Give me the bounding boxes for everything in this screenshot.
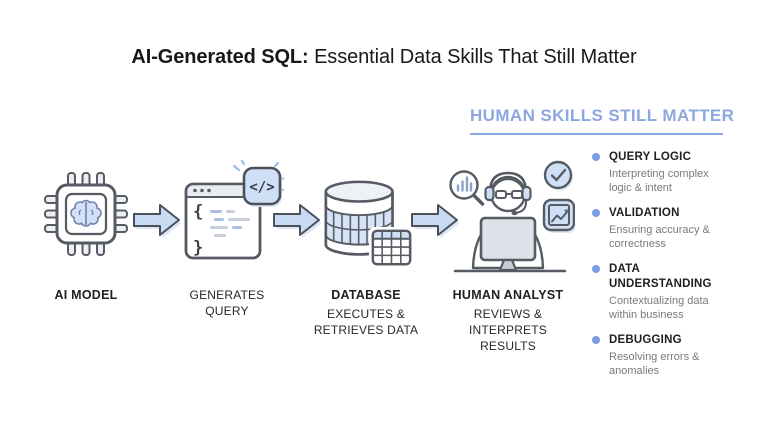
- code-window-icon: { } </>: [184, 160, 284, 260]
- check-circle-icon: [543, 160, 573, 191]
- monitor-icon: [479, 216, 537, 272]
- step-name: HUMAN ANALYST: [452, 288, 564, 302]
- step-label-human-analyst: HUMAN ANALYST REVIEWS & INTERPRETS RESULT…: [438, 287, 578, 354]
- brain-icon: [70, 199, 102, 227]
- code-lines: [210, 210, 250, 237]
- magnifier-chart-icon: [449, 170, 485, 206]
- step-sub: GENERATES QUERY: [189, 288, 265, 319]
- bullet-dot-icon: [592, 153, 600, 161]
- human-skills-panel: HUMAN SKILLS STILL MATTER QUERY LOGIC Int…: [470, 106, 734, 377]
- step-name: AI MODEL: [54, 288, 118, 302]
- skill-label: QUERY LOGIC: [609, 151, 692, 163]
- svg-text:{: {: [193, 202, 203, 222]
- list-item-debugging: DEBUGGING Resolving errors & anomalies: [592, 333, 740, 379]
- step-label-ai-model: AI MODEL: [36, 287, 136, 303]
- step-label-generates-query: GENERATES QUERY: [167, 287, 287, 319]
- list-item-query-logic: QUERY LOGIC Interpreting complex logic & …: [592, 150, 740, 196]
- svg-text:</>: </>: [249, 180, 274, 196]
- arrow-right-icon: [411, 204, 460, 238]
- list-item-data-understanding: DATA UNDERSTANDING Contextualizing data w…: [592, 262, 740, 323]
- step-sub: REVIEWS & INTERPRETS RESULTS: [468, 307, 547, 354]
- chart-badge-icon: [542, 198, 575, 233]
- bullet-dot-icon: [592, 208, 600, 217]
- skill-desc: Contextualizing data within business: [609, 294, 709, 322]
- skill-label: VALIDATION: [609, 206, 680, 219]
- ai-chip-icon: [44, 172, 128, 256]
- skill-desc: Resolving errors & anomalies: [609, 350, 700, 378]
- skills-list: QUERY LOGIC Interpreting complex logic & …: [592, 150, 740, 389]
- result-table-icon: [368, 226, 415, 269]
- database-icon: [324, 180, 415, 269]
- skill-desc: Ensuring accuracy & correctness: [609, 223, 710, 251]
- page-title-highlight: AI-Generated SQL:: [131, 46, 309, 68]
- page-title-rest: Essential Data Skills That Still Matter: [308, 46, 637, 68]
- bullet-dot-icon: [592, 335, 600, 344]
- arrow-right-icon: [133, 204, 182, 238]
- human-analyst-icon: [449, 160, 575, 273]
- skill-label: DATA UNDERSTANDING: [609, 262, 712, 290]
- step-name: DATABASE: [331, 288, 401, 302]
- page-title: AI-Generated SQL: Essential Data Skills …: [0, 46, 768, 69]
- step-label-database: DATABASE EXECUTES & RETRIEVES DATA: [296, 287, 436, 338]
- svg-text:}: }: [193, 238, 203, 258]
- arrow-right-icon: [273, 204, 322, 238]
- skill-desc: Interpreting complex logic & intent: [609, 167, 709, 195]
- step-sub: EXECUTES & RETRIEVES DATA: [313, 307, 419, 338]
- skill-label: DEBUGGING: [609, 333, 682, 346]
- skills-heading: HUMAN SKILLS STILL MATTER: [470, 106, 734, 135]
- list-item-validation: VALIDATION Ensuring accuracy & correctnes…: [592, 206, 740, 252]
- bullet-dot-icon: [592, 264, 600, 273]
